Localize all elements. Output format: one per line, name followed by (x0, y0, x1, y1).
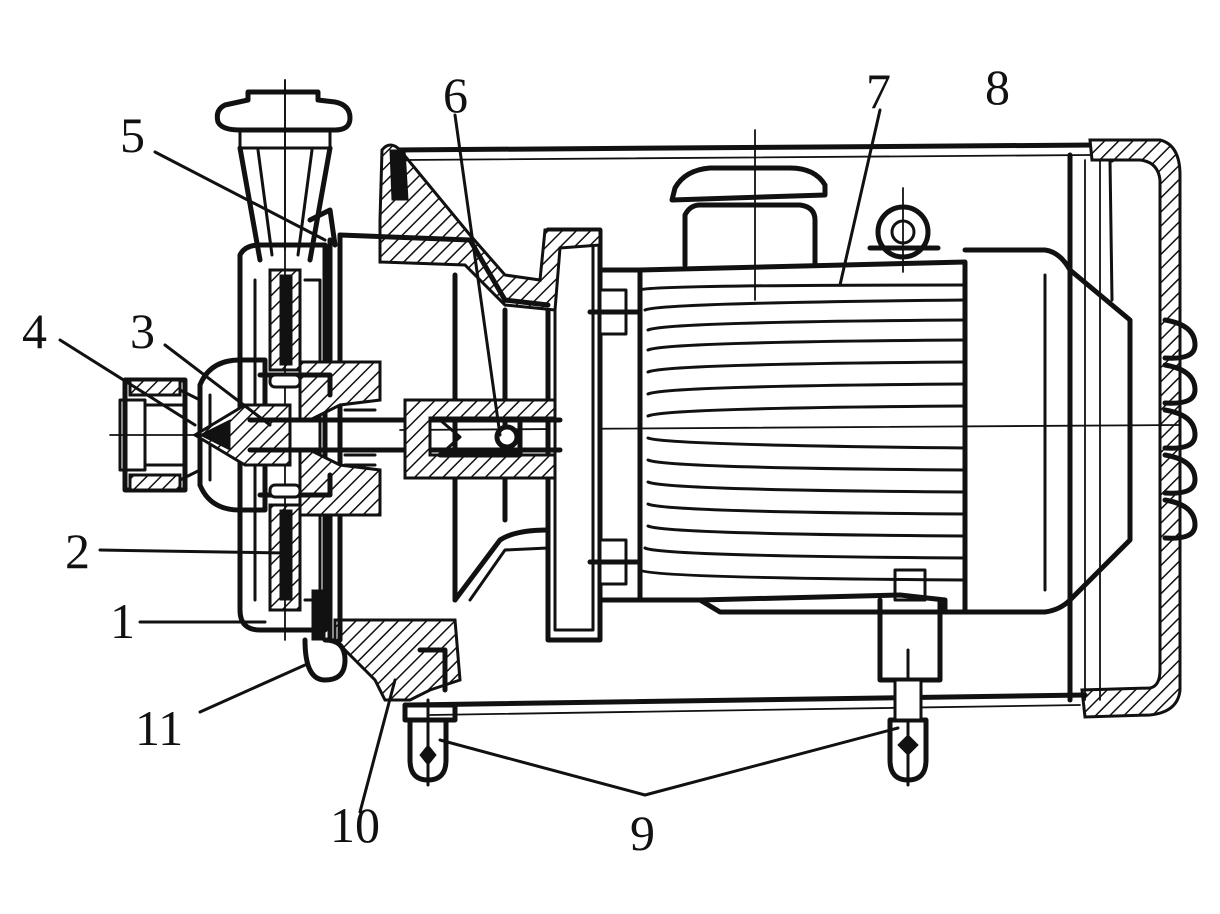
callout-9: 9 (630, 805, 655, 861)
leader-7 (838, 108, 882, 287)
callout-10: 10 (330, 797, 380, 853)
leader-lines (58, 108, 900, 814)
callout-8: 8 (985, 59, 1010, 115)
leader-4 (58, 338, 197, 427)
pump-casing (327, 143, 602, 702)
leader-6 (453, 113, 502, 437)
impeller-casing (237, 79, 348, 683)
leader-9b (643, 726, 900, 797)
callout-11: 11 (135, 700, 183, 756)
callout-1: 1 (110, 593, 135, 649)
inlet-assembly (109, 357, 292, 513)
leader-3 (163, 343, 272, 427)
motor (399, 129, 1181, 683)
outlet-nozzle (214, 79, 353, 263)
callout-labels: 1 2 3 4 5 6 7 8 9 10 11 (22, 59, 1010, 861)
motor-flange (545, 227, 643, 643)
leader-11 (198, 663, 307, 714)
leader-2 (98, 548, 287, 555)
leader-10 (358, 678, 397, 814)
callout-7: 7 (866, 63, 891, 119)
leader-9a (438, 738, 647, 797)
callout-3: 3 (130, 303, 155, 359)
motor-shroud (392, 138, 1198, 719)
callout-5: 5 (120, 107, 145, 163)
adjustable-feet (402, 648, 929, 787)
leader-5 (153, 150, 327, 242)
callout-2: 2 (65, 523, 90, 579)
callout-4: 4 (22, 303, 47, 359)
shaft-and-seal (247, 360, 563, 517)
callout-6: 6 (443, 67, 468, 123)
